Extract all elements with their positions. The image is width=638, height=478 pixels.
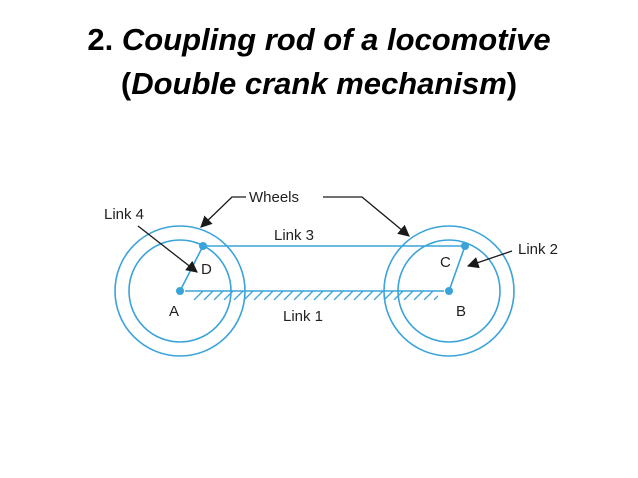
link2-label: Link 2 bbox=[518, 241, 558, 258]
link2-crank bbox=[448, 245, 466, 292]
joint-a-dot bbox=[176, 287, 184, 295]
link1-hatching bbox=[193, 291, 438, 300]
title-line-2: (Double crank mechanism) bbox=[0, 62, 638, 106]
point-b-label: B bbox=[456, 303, 466, 320]
link3-label: Link 3 bbox=[274, 227, 314, 244]
title-line-1: 2. Coupling rod of a locomotive bbox=[0, 18, 638, 62]
link4-arrow bbox=[137, 225, 198, 273]
joint-d-dot bbox=[199, 242, 207, 250]
title-close-paren: ) bbox=[506, 66, 518, 101]
wheels-callout bbox=[200, 196, 410, 237]
title-subtitle: Double crank mechanism bbox=[131, 66, 507, 101]
point-d-label: D bbox=[201, 261, 212, 278]
joint-b-dot bbox=[445, 287, 453, 295]
wheels-leader-right bbox=[323, 196, 410, 237]
wheels-leader-left bbox=[200, 196, 246, 228]
joint-c-dot bbox=[461, 242, 469, 250]
title-open-paren: ( bbox=[120, 66, 132, 101]
title-main: Coupling rod of a locomotive bbox=[121, 22, 551, 57]
slide-title: 2. Coupling rod of a locomotive (Double … bbox=[0, 18, 638, 106]
link1-label: Link 1 bbox=[283, 308, 323, 325]
point-a-label: A bbox=[169, 303, 179, 320]
title-number: 2. bbox=[87, 22, 122, 57]
point-c-label: C bbox=[440, 254, 451, 271]
link2-arrow bbox=[466, 250, 513, 269]
wheels-label: Wheels bbox=[249, 189, 299, 206]
link4-label: Link 4 bbox=[104, 206, 144, 223]
